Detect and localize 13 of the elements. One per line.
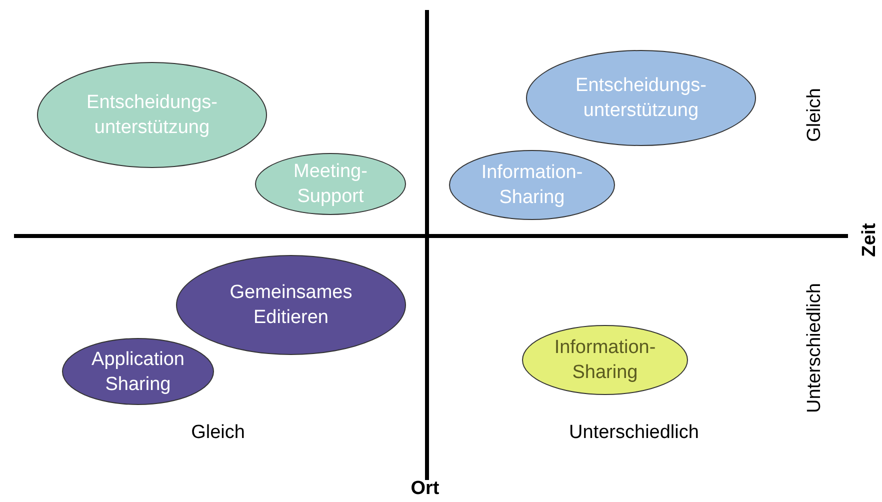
axis-title: Ort bbox=[410, 478, 440, 500]
axis-value-label: Gleich bbox=[804, 88, 826, 142]
node-label: Information- Sharing bbox=[480, 161, 584, 210]
node-label: Entscheidungs- unterstützung bbox=[86, 91, 218, 140]
node-label: Entscheidungs- unterstützung bbox=[574, 74, 708, 123]
node-label: Gemeinsames Editieren bbox=[228, 281, 354, 330]
axis-title: Zeit bbox=[859, 223, 881, 257]
node-label: Information- Sharing bbox=[553, 336, 657, 385]
axis-value-label: Unterschiedlich bbox=[569, 422, 699, 444]
node-label: Meeting- Support bbox=[292, 160, 368, 209]
axis-value-label: Unterschiedlich bbox=[804, 283, 826, 413]
node-label: Application Sharing bbox=[90, 348, 186, 396]
axis-value-label: Gleich bbox=[191, 422, 245, 444]
